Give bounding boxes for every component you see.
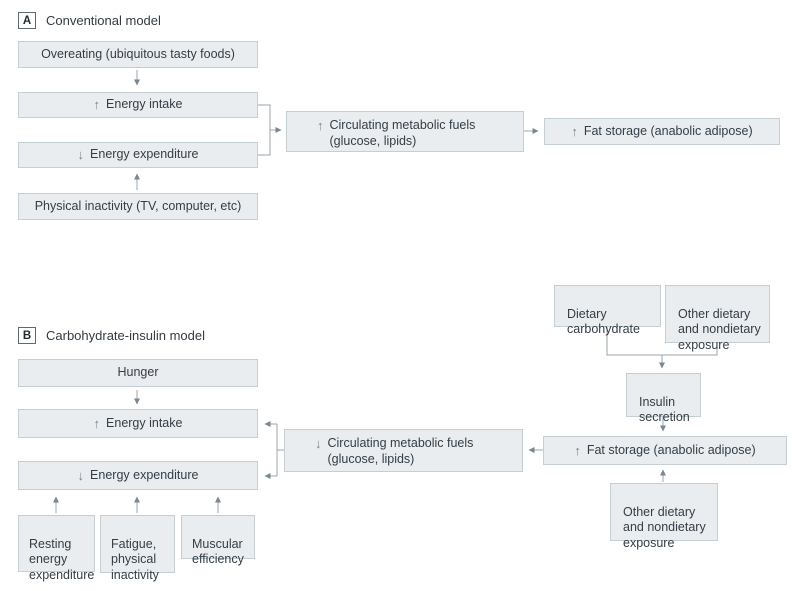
box-muscular-efficiency: Muscular efficiency (181, 515, 255, 566)
box-other-dietary-top: Other dietary and nondietary exposure (665, 285, 770, 352)
box-dietary-carbohydrate-label: Dietary carbohydrate (567, 306, 640, 337)
box-resting-energy-expenditure: Resting energy expenditure (18, 515, 95, 582)
box-energy-expenditure-b: ↓ Energy expenditure (18, 461, 258, 490)
box-physical-inactivity-label: Physical inactivity (TV, computer, etc) (34, 198, 242, 213)
up-arrow-icon: ↑ (93, 97, 101, 113)
down-arrow-icon: ↓ (77, 147, 85, 163)
box-fat-storage-a-label: Fat storage (anabolic adipose) (583, 123, 753, 138)
bracket-intake-expenditure-a (258, 104, 271, 156)
up-arrow-icon: ↑ (317, 118, 324, 133)
box-circulating-fuels-a-label: Circulating metabolic fuels (glucose, li… (329, 118, 476, 148)
box-hunger-label: Hunger (117, 365, 159, 380)
box-fat-storage-b: ↑ Fat storage (anabolic adipose) (543, 436, 787, 465)
box-hunger: Hunger (18, 359, 258, 387)
box-fatigue-physical-inactivity-label: Fatigue, physical inactivity (111, 536, 159, 582)
box-insulin-secretion-label: Insulin secretion (639, 394, 690, 425)
panel-b-label: B (18, 327, 36, 344)
box-other-dietary-bottom: Other dietary and nondietary exposure (610, 483, 718, 550)
box-overeating-label: Overeating (ubiquitous tasty foods) (41, 46, 235, 61)
down-arrow-icon: ↓ (315, 436, 322, 451)
down-arrow-icon: ↓ (77, 467, 85, 483)
box-fat-storage-a: ↑ Fat storage (anabolic adipose) (544, 118, 780, 145)
box-energy-expenditure-b-label: Energy expenditure (90, 467, 199, 482)
panel-a-label: A (18, 12, 36, 29)
box-physical-inactivity: Physical inactivity (TV, computer, etc) (18, 193, 258, 220)
panel-a-title: Conventional model (46, 13, 161, 28)
box-circulating-fuels-b-label: Circulating metabolic fuels (glucose, li… (327, 436, 474, 466)
box-dietary-carbohydrate: Dietary carbohydrate (554, 285, 661, 336)
panel-b-title: Carbohydrate-insulin model (46, 328, 205, 343)
box-muscular-efficiency-label: Muscular efficiency (192, 536, 244, 567)
box-energy-expenditure-a-label: Energy expenditure (90, 147, 199, 162)
box-energy-intake-a: ↑ Energy intake (18, 92, 258, 118)
box-circulating-fuels-a: ↑ Circulating metabolic fuels (glucose, … (286, 111, 524, 152)
up-arrow-icon: ↑ (93, 415, 101, 431)
box-other-dietary-top-label: Other dietary and nondietary exposure (678, 306, 761, 352)
box-resting-energy-expenditure-label: Resting energy expenditure (29, 536, 95, 582)
box-insulin-secretion: Insulin secretion (626, 373, 701, 424)
box-energy-intake-b-label: Energy intake (106, 415, 183, 430)
box-fatigue-physical-inactivity: Fatigue, physical inactivity (100, 515, 175, 582)
up-arrow-icon: ↑ (574, 442, 581, 458)
box-energy-expenditure-a: ↓ Energy expenditure (18, 142, 258, 168)
box-energy-intake-b: ↑ Energy intake (18, 409, 258, 438)
box-fat-storage-b-label: Fat storage (anabolic adipose) (586, 442, 756, 457)
box-other-dietary-bottom-label: Other dietary and nondietary exposure (623, 504, 706, 550)
up-arrow-icon: ↑ (571, 123, 578, 139)
bracket-circulating-b (276, 424, 284, 476)
box-energy-intake-a-label: Energy intake (106, 97, 183, 112)
box-circulating-fuels-b: ↓ Circulating metabolic fuels (glucose, … (284, 429, 523, 472)
box-overeating: Overeating (ubiquitous tasty foods) (18, 41, 258, 68)
